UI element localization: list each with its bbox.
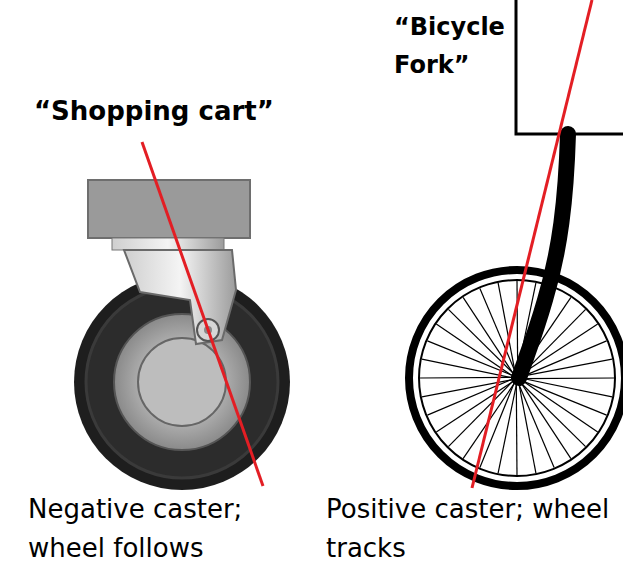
caption-text: Positive caster; wheel tracks <box>326 490 611 568</box>
head-tube <box>516 0 623 134</box>
swivel-plate <box>112 238 224 250</box>
steering-axis <box>472 0 592 488</box>
spoke <box>521 383 586 447</box>
spoke <box>523 359 612 376</box>
spoke <box>519 384 536 473</box>
caster-bracket <box>124 250 236 344</box>
front-hub <box>511 372 523 384</box>
spoke <box>523 377 614 379</box>
spoke <box>516 384 518 475</box>
spoke <box>498 384 516 473</box>
wheel-hub <box>138 338 226 426</box>
spoke <box>523 379 612 397</box>
spoke <box>448 382 512 447</box>
spoke <box>522 381 597 432</box>
caster-tire <box>74 274 290 490</box>
caster-title: “Bicycle Fork” <box>394 8 512 85</box>
caster-title: “Shopping cart” <box>34 92 314 131</box>
wheel-rim <box>114 314 250 450</box>
steering-axis <box>142 142 263 486</box>
spoke <box>420 377 511 379</box>
spoke <box>422 359 511 377</box>
mounting-plate <box>88 180 250 238</box>
fork-blade <box>519 134 568 378</box>
caption-text: Negative caster; wheel follows <box>28 490 290 568</box>
spoke <box>519 384 555 468</box>
bicycle-tire <box>409 270 623 486</box>
